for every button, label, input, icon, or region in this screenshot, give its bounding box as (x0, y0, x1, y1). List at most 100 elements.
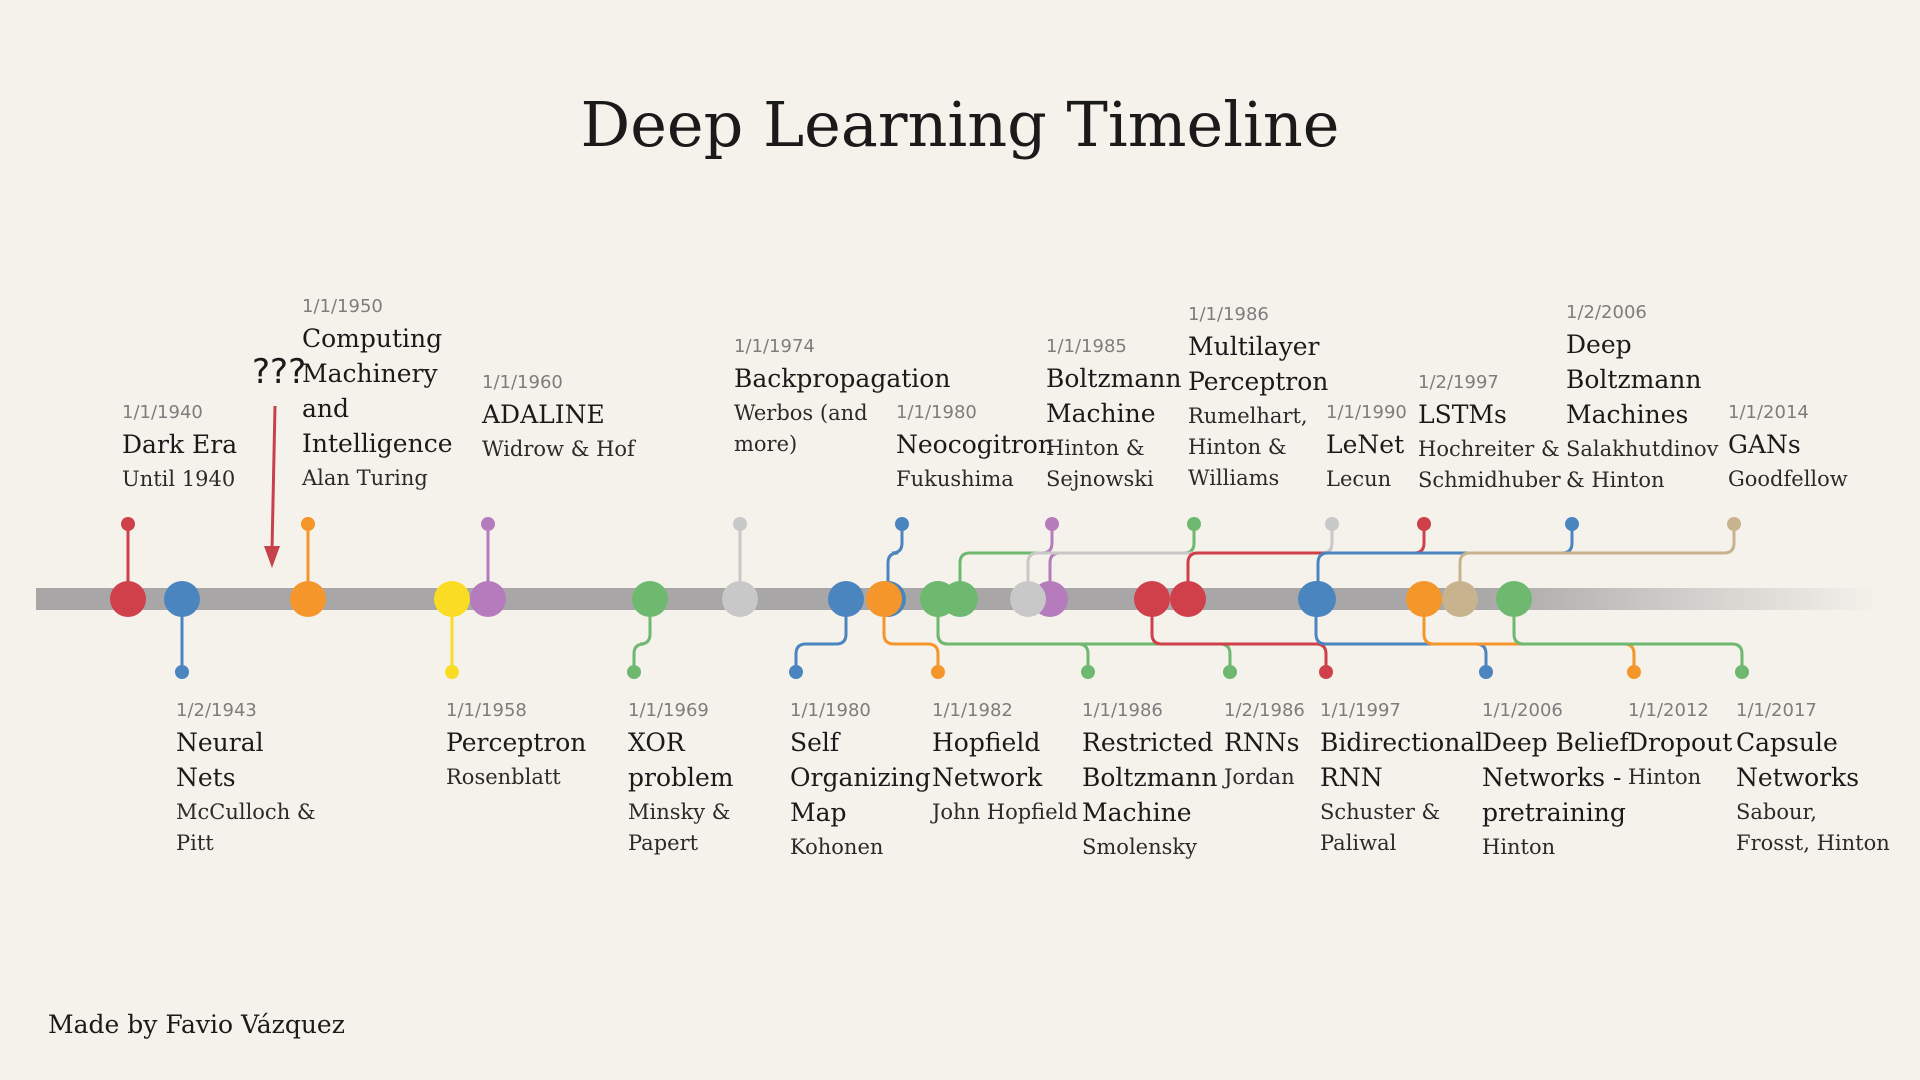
event-stub-dot (1187, 517, 1201, 531)
author-credit: Made by Favio Vázquez (48, 1010, 345, 1039)
event-stub-dot (1081, 665, 1095, 679)
timeline-node[interactable] (434, 581, 470, 617)
event-person: Werbos (and more) (734, 401, 868, 456)
event-date: 1/2/1986 (1224, 700, 1305, 721)
event-title: Bidirectional RNN (1320, 728, 1484, 792)
event-title: Deep Boltzmann Machines (1566, 330, 1702, 429)
event-person: Fukushima (896, 467, 1014, 491)
connector-line (1314, 599, 1488, 672)
event-date: 1/1/1997 (1320, 700, 1401, 721)
event-title: Dark Era (122, 430, 238, 459)
connector-line (1186, 524, 1426, 599)
timeline-node[interactable] (866, 581, 902, 617)
event-stub-dot (1223, 665, 1237, 679)
event-date: 1/1/1940 (122, 402, 203, 423)
connector-lines (126, 524, 1744, 672)
event-date: 1/1/1980 (790, 700, 871, 721)
timeline-node[interactable] (290, 581, 326, 617)
question-mark-label: ??? (252, 352, 307, 392)
event-title: Backpropagation (734, 364, 951, 393)
event-title: Self Organizing Map (790, 728, 931, 827)
timeline-node[interactable] (1496, 581, 1532, 617)
question-arrow (264, 405, 280, 568)
event-title: Computing Machinery and Intelligence (302, 324, 453, 458)
event-person: Widrow & Hof (482, 437, 635, 461)
timeline-node[interactable] (1134, 581, 1170, 617)
timeline-node[interactable] (722, 581, 758, 617)
event-person: Hinton (1628, 765, 1702, 789)
event-date: 1/1/1985 (1046, 336, 1127, 357)
event-date: 1/1/1958 (446, 700, 527, 721)
timeline-node[interactable] (1170, 581, 1206, 617)
event-title: LSTMs (1418, 400, 1507, 429)
event-stub-dot (789, 665, 803, 679)
event-date: 1/1/1960 (482, 372, 563, 393)
event-stub-dot (1735, 665, 1749, 679)
timeline-node[interactable] (110, 581, 146, 617)
event-title: Hopfield Network (932, 728, 1043, 792)
event-date: 1/1/1982 (932, 700, 1013, 721)
event-stub-dot (481, 517, 495, 531)
event-title: Neocogitron (896, 430, 1054, 459)
event-date: 1/1/2014 (1728, 402, 1809, 423)
event-title: RNNs (1224, 728, 1300, 757)
connector-line (886, 524, 904, 599)
event-date: 1/1/1990 (1326, 402, 1407, 423)
event-person: John Hopfield (932, 800, 1078, 824)
timeline-node[interactable] (1010, 581, 1046, 617)
connector-line (1150, 599, 1328, 672)
connector-line (632, 599, 652, 672)
timeline-node[interactable] (470, 581, 506, 617)
event-title: Dropout (1628, 728, 1733, 757)
event-date: 1/1/1986 (1082, 700, 1163, 721)
event-date: 1/1/1969 (628, 700, 709, 721)
event-stub-dot (1627, 665, 1641, 679)
event-stub-dot (1479, 665, 1493, 679)
event-stub-dot (733, 517, 747, 531)
event-stub-dot (301, 517, 315, 531)
event-person: Rumelhart, Hinton & Williams (1188, 404, 1308, 490)
timeline-node[interactable] (1300, 581, 1336, 617)
timeline-node[interactable] (828, 581, 864, 617)
timeline-node[interactable] (1442, 581, 1478, 617)
timeline-node[interactable] (632, 581, 668, 617)
event-person: McCulloch & Pitt (176, 800, 316, 855)
event-stub-dot (627, 665, 641, 679)
event-title: ADALINE (482, 400, 605, 429)
event-date: 1/1/1974 (734, 336, 815, 357)
event-stub-dot (175, 665, 189, 679)
event-stub-dot (1325, 517, 1339, 531)
event-date: 1/1/2017 (1736, 700, 1817, 721)
event-person: Schuster & Paliwal (1320, 800, 1441, 855)
event-person: Kohonen (790, 835, 884, 859)
event-stub-dot (931, 665, 945, 679)
event-date: 1/2/1997 (1418, 372, 1499, 393)
event-title: LeNet (1326, 430, 1405, 459)
event-date: 1/2/1943 (176, 700, 257, 721)
event-title: Deep Belief Networks - pretraining (1482, 728, 1629, 827)
event-date: 1/1/1950 (302, 296, 383, 317)
event-person: Alan Turing (302, 466, 428, 490)
event-date: 1/2/2006 (1566, 302, 1647, 323)
event-person: Goodfellow (1728, 467, 1848, 491)
event-person: Hinton (1482, 835, 1556, 859)
timeline-node[interactable] (1406, 581, 1442, 617)
timeline-nodes (110, 517, 1749, 679)
event-date: 1/1/1980 (896, 402, 977, 423)
event-title: Capsule Networks (1736, 728, 1860, 792)
timeline-node[interactable] (164, 581, 200, 617)
page-title: Deep Learning Timeline (580, 88, 1340, 161)
connector-line (882, 599, 940, 672)
timeline-node[interactable] (920, 581, 956, 617)
